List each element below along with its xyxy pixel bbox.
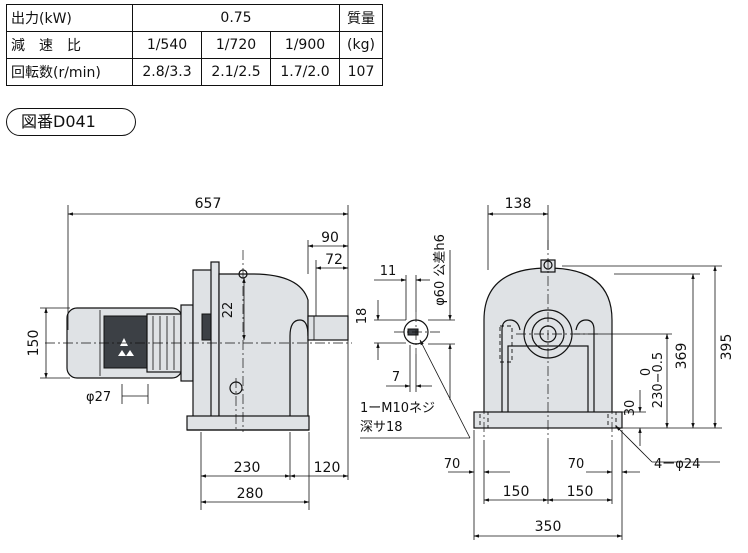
speed-value: 2.1/2.5 — [201, 58, 271, 86]
side-dimensions: 657 90 72 22 150 φ27 230 120 280 — [26, 196, 349, 510]
tap-spec-line2: 深サ18 — [360, 420, 403, 435]
shaft-detail: 11 18 7 φ60 公差h6 1ーM10ネジ 深サ18 — [355, 234, 471, 439]
output-label: 出力(kW) — [6, 4, 133, 32]
spec-row-speed: 回転数(r/min) 2.8/3.3 2.1/2.5 1.7/2.0 107 — [6, 58, 383, 86]
dim-230: 230 — [234, 460, 261, 476]
gearbox-housing — [218, 273, 309, 421]
base-plate — [186, 415, 310, 431]
spec-row-output: 出力(kW) 0.75 質量 — [6, 4, 383, 32]
speed-value: 1.7/2.0 — [270, 58, 340, 86]
dim-30: 30 — [623, 400, 638, 417]
tap-spec-line1: 1ーM10ネジ — [360, 401, 435, 416]
dim-overall-length: 657 — [195, 196, 222, 212]
dim-shaft-90: 90 — [321, 230, 339, 246]
output-value: 0.75 — [132, 4, 340, 32]
front-view — [473, 240, 623, 440]
output-shaft — [307, 315, 349, 341]
dim-motor-150: 150 — [26, 330, 42, 357]
dim-7: 7 — [392, 370, 400, 385]
dim-22: 22 — [221, 302, 236, 319]
dim-150-right: 150 — [567, 484, 594, 500]
mitsubishi-logo-icon — [118, 338, 134, 356]
ratio-value: 1/900 — [270, 31, 340, 59]
gearbox-flange — [210, 261, 220, 427]
dim-tol-upper: 0 — [639, 368, 654, 376]
dim-18: 18 — [355, 308, 370, 325]
dim-120: 120 — [314, 460, 341, 476]
side-view — [45, 250, 352, 432]
dim-395: 395 — [719, 334, 735, 361]
adapter-plate — [192, 269, 214, 421]
dim-369: 369 — [674, 343, 690, 370]
dim-138: 138 — [505, 196, 532, 212]
dim-70-right: 70 — [568, 457, 585, 472]
spec-row-ratio: 減 速 比 1/540 1/720 1/900 (kg) — [6, 31, 383, 59]
speed-value: 2.8/3.3 — [132, 58, 202, 86]
hole-spec: 4ーφ24 — [654, 457, 700, 472]
front-dimensions: 138 395 369 0 230−0.5 30 4ーφ24 70 70 150 — [444, 196, 735, 540]
spec-table: 出力(kW) 0.75 質量 減 速 比 1/540 1/720 1/900 (… — [6, 4, 383, 86]
mass-unit: (kg) — [339, 31, 383, 59]
figure-number-badge: 図番D041 — [6, 108, 136, 136]
mass-value: 107 — [339, 58, 383, 86]
speed-label: 回転数(r/min) — [6, 58, 133, 86]
ratio-label: 減 速 比 — [6, 31, 133, 59]
dim-280: 280 — [237, 486, 264, 502]
dim-350: 350 — [535, 519, 562, 535]
dim-150-left: 150 — [503, 484, 530, 500]
dim-tol-lower: 230−0.5 — [651, 352, 666, 408]
dim-70-left: 70 — [444, 457, 461, 472]
dim-phi-27: φ27 — [86, 390, 111, 405]
dim-shaft-72: 72 — [325, 252, 343, 268]
dim-11: 11 — [380, 264, 397, 279]
dim-shaft-diameter: φ60 公差h6 — [433, 234, 448, 306]
